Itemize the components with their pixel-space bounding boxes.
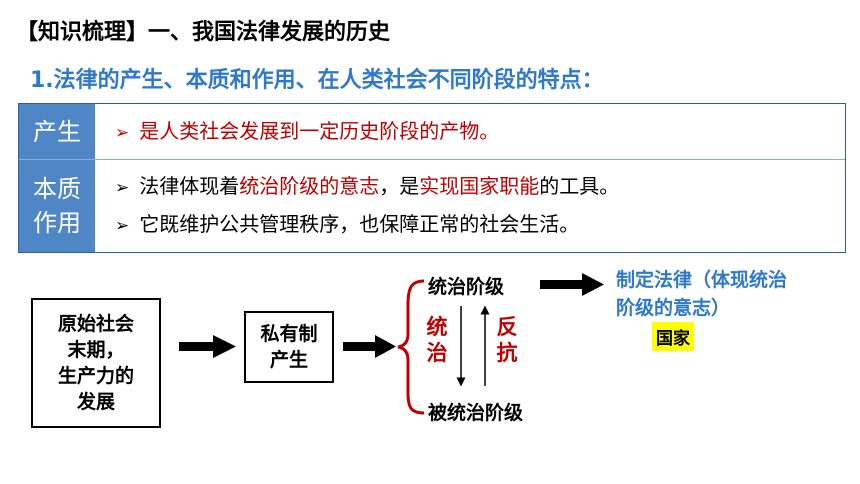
private-ownership-box: 私有制 产生 xyxy=(244,311,334,383)
essence-line: ➢ 法律体现着统治阶级的意志，是实现国家职能的工具。 xyxy=(115,168,845,206)
arrow-right-icon xyxy=(343,335,396,358)
function-line: ➢ 它既维护公共管理秩序，也保障正常的社会生活。 xyxy=(115,206,845,244)
arrow-right-icon xyxy=(540,273,604,296)
ruling-will-highlight: 统治阶级的意志 xyxy=(239,174,380,198)
row-header-function-label: 作用 xyxy=(33,209,81,237)
rule-label: 统 治 xyxy=(425,314,449,366)
result-text: 阶级的意志） xyxy=(616,297,731,319)
box-text: 原始社会 xyxy=(57,313,134,335)
table-row-essence: 本质 作用 ➢ 法律体现着统治阶级的意志，是实现国家职能的工具。 ➢ 它既维护公共管… xyxy=(19,160,845,252)
arrow-bullet-icon: ➢ xyxy=(115,178,130,198)
section-subtitle: 1.法律的产生、本质和作用、在人类社会不同阶段的特点： xyxy=(30,68,604,93)
row-content-essence: ➢ 法律体现着统治阶级的意志，是实现国家职能的工具。 ➢ 它既维护公共管理秩序，也保… xyxy=(95,160,845,252)
resist-char: 反 xyxy=(496,315,518,339)
state-function-highlight: 实现国家职能 xyxy=(419,174,540,198)
resist-char: 抗 xyxy=(496,341,518,365)
ruled-class-label: 被统治阶级 xyxy=(428,402,524,424)
ruling-class-label: 统治阶级 xyxy=(428,276,505,298)
primitive-society-box: 原始社会 末期， 生产力的 发展 xyxy=(31,298,161,428)
essence-text-part: ，是 xyxy=(379,174,420,198)
arrow-right-icon xyxy=(179,335,236,358)
resist-label: 反 抗 xyxy=(495,314,519,366)
box-text: 产生 xyxy=(269,349,308,371)
origin-text: 是人类社会发展到一定历史阶段的产物。 xyxy=(139,118,500,143)
essence-text-part: 法律体现着 xyxy=(139,174,240,198)
box-text: 末期， xyxy=(67,339,125,361)
page-title: 【知识梳理】一、我国法律发展的历史 xyxy=(16,20,391,45)
rule-char: 统 xyxy=(426,315,448,339)
essence-text-part: 的工具。 xyxy=(539,174,620,198)
state-badge: 国家 xyxy=(652,322,694,351)
row-header-origin: 产生 xyxy=(19,104,95,159)
summary-table: 产生 ➢ 是人类社会发展到一定历史阶段的产物。 本质 作用 ➢ 法律体现着统治阶级的… xyxy=(18,103,846,253)
result-text: 制定法律（体现统治 xyxy=(616,269,788,291)
arrow-bullet-icon: ➢ xyxy=(115,216,130,236)
row-header-origin-label: 产生 xyxy=(33,117,81,146)
table-row-origin: 产生 ➢ 是人类社会发展到一定历史阶段的产物。 xyxy=(19,104,845,160)
brace-icon xyxy=(397,279,425,415)
box-text: 生产力的 xyxy=(57,365,134,387)
arrow-bullet-icon: ➢ xyxy=(115,122,130,143)
function-text: 它既维护公共管理秩序，也保障正常的社会生活。 xyxy=(139,212,580,236)
result-label: 制定法律（体现统治 阶级的意志） xyxy=(616,266,787,322)
row-header-essence: 本质 作用 xyxy=(19,160,95,252)
box-text: 发展 xyxy=(76,391,115,413)
rule-char: 治 xyxy=(426,341,448,365)
box-text: 私有制 xyxy=(260,323,318,345)
row-content-origin: ➢ 是人类社会发展到一定历史阶段的产物。 xyxy=(95,104,845,159)
row-header-essence-label: 本质 xyxy=(33,175,81,203)
